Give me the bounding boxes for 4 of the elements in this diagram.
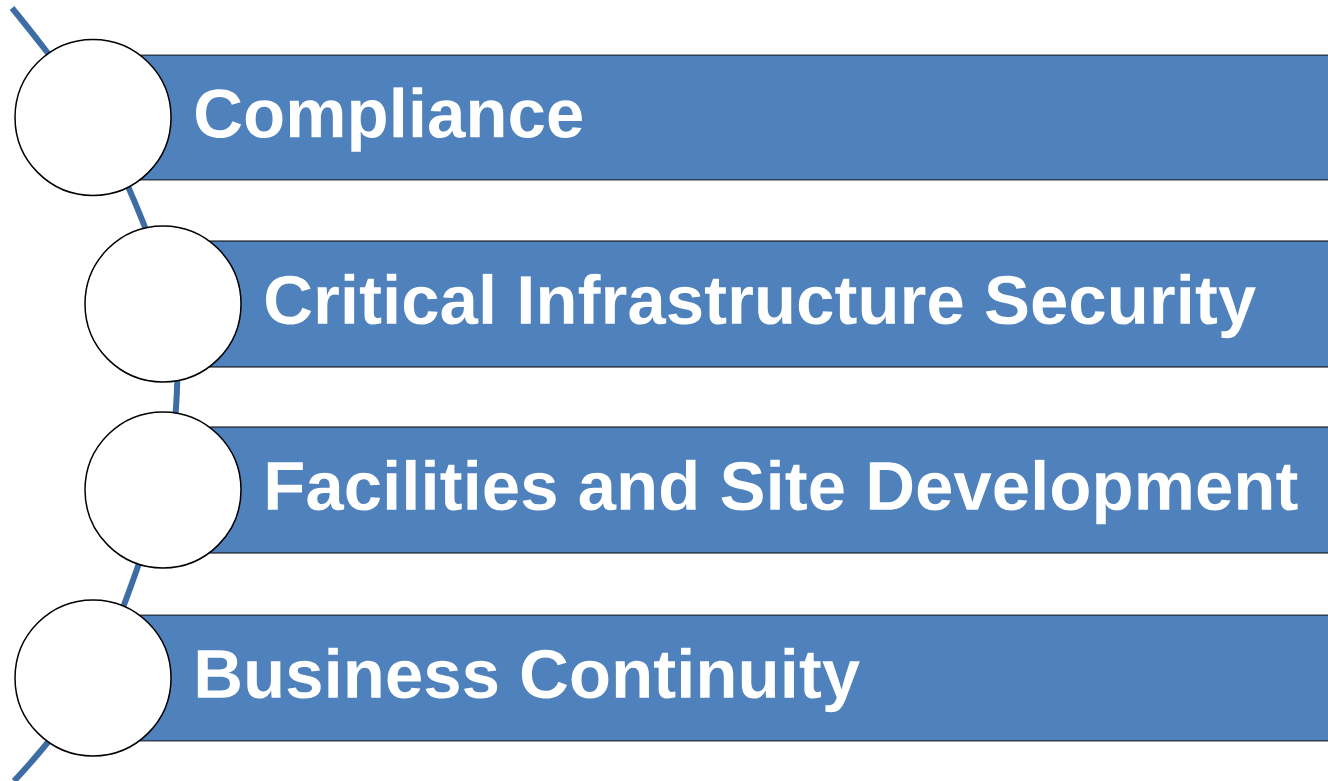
list-item-bar: Critical Infrastructure Security <box>84 225 1328 383</box>
list-item-bar: Compliance <box>14 38 1328 197</box>
list-item-bar: Facilities and Site Development <box>84 411 1328 569</box>
list-item-bar: Business Continuity <box>14 599 1328 757</box>
